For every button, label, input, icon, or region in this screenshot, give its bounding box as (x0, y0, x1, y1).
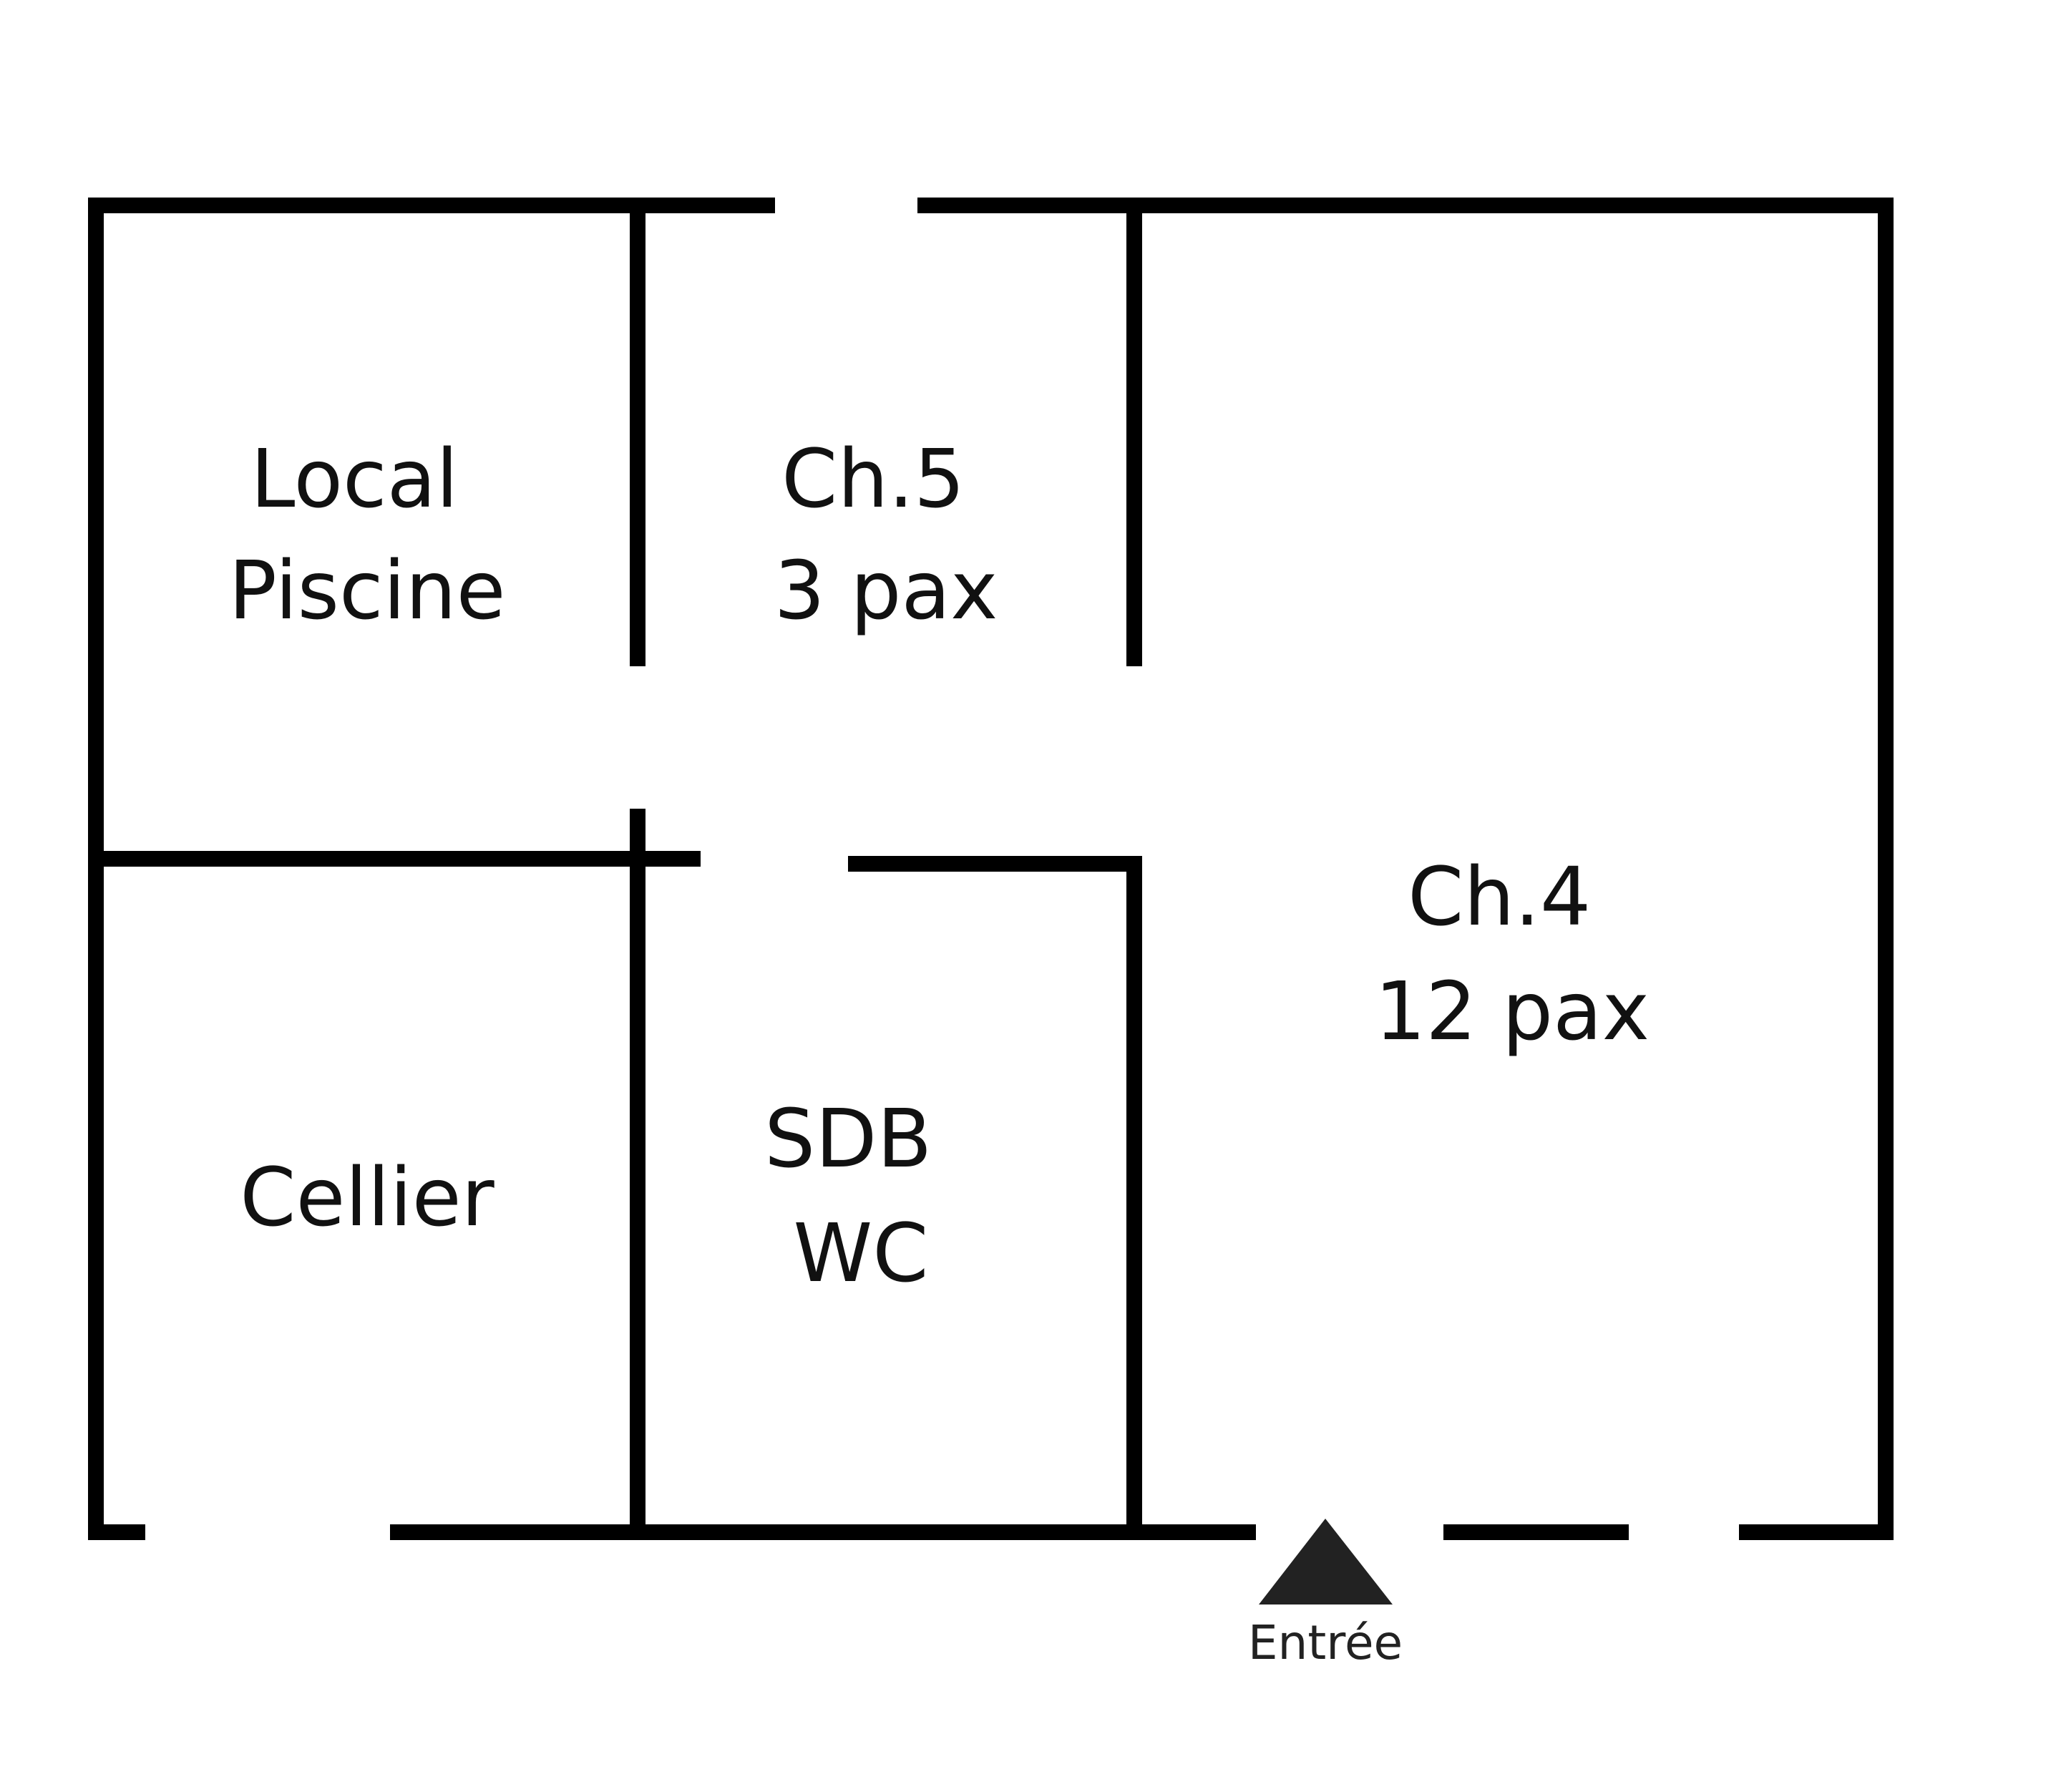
room-label-line: Ch.4 (1408, 851, 1591, 944)
room-label-line: 12 pax (1375, 965, 1650, 1058)
room-label-local-piscine: Local Piscine (228, 433, 505, 638)
room-labels: Local Piscine Ch.5 3 pax Ch.4 12 pax Cel… (228, 433, 1650, 1300)
room-label-ch4: Ch.4 12 pax (1375, 851, 1650, 1058)
room-label-line: Ch.5 (781, 433, 965, 526)
room-label-sdb-wc: SDB WC (764, 1093, 958, 1300)
triangle-up-icon (1259, 1519, 1393, 1604)
room-label-line: WC (794, 1207, 929, 1300)
room-label-line: Cellier (240, 1151, 494, 1245)
room-label-line: Local (250, 433, 458, 526)
entry-marker: Entrée (1248, 1519, 1403, 1670)
room-label-line: Piscine (228, 545, 505, 638)
room-label-line: 3 pax (774, 545, 998, 638)
room-label-cellier: Cellier (240, 1151, 494, 1245)
room-label-line: SDB (764, 1093, 932, 1186)
entry-label: Entrée (1248, 1615, 1403, 1670)
room-label-ch5: Ch.5 3 pax (774, 433, 998, 638)
walls (88, 198, 1894, 1540)
